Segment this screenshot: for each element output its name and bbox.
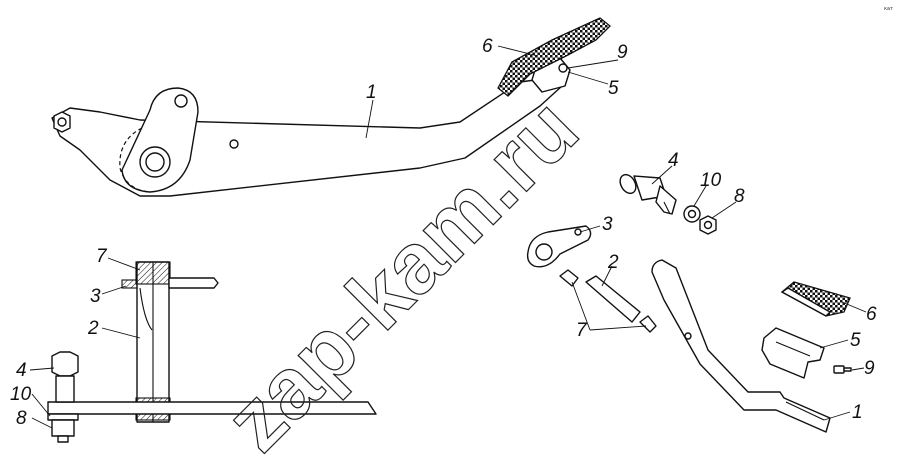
exploded-pin	[585, 275, 641, 323]
callouts: 1 6 9 5 7 3 2 4 10 8 4 10 8 3 2 7 6 5 9 …	[10, 36, 877, 429]
platform-groove	[775, 341, 811, 357]
hub-hidden-outline	[119, 127, 151, 193]
callout-exploded-6: 6	[866, 304, 877, 325]
section-bracket-left	[121, 279, 138, 289]
callout-top-9: 9	[617, 42, 628, 63]
exploded-view	[526, 173, 852, 433]
exploded-lever-hole	[684, 332, 692, 340]
callout-exploded-4: 4	[668, 150, 679, 171]
assembled-pedal	[51, 17, 611, 197]
exploded-washer	[683, 205, 701, 223]
exploded-screw	[833, 365, 852, 374]
section-bolt-tip	[57, 435, 69, 443]
callout-top-1: 1	[366, 82, 377, 103]
callout-exploded-3: 3	[602, 214, 613, 235]
section-bolt-head	[51, 351, 79, 377]
exploded-nut	[699, 215, 717, 235]
callout-section-4: 4	[16, 360, 27, 381]
callout-top-5: 5	[608, 78, 619, 99]
section-nut	[51, 419, 75, 437]
section-bracket-arm	[168, 277, 219, 289]
exploded-bracket	[526, 225, 592, 268]
callout-exploded-7: 7	[576, 320, 588, 341]
lever-tab-edge	[785, 401, 825, 421]
callout-exploded-10: 10	[700, 170, 722, 191]
section-lever	[47, 401, 377, 415]
callout-section-10: 10	[10, 384, 32, 405]
callout-section-7: 7	[96, 246, 108, 267]
pedal-bushing-bore	[145, 152, 165, 172]
callout-top-6: 6	[482, 36, 493, 57]
callout-section-2: 2	[87, 318, 99, 339]
section-bushing-top	[135, 261, 171, 285]
hub-hole	[174, 94, 188, 108]
exploded-pad-edge	[781, 287, 831, 317]
section-bracket-curve	[139, 287, 153, 331]
exploded-bushings	[559, 269, 657, 333]
section-view	[47, 261, 377, 443]
section-washer	[47, 413, 79, 421]
callout-exploded-2: 2	[607, 252, 619, 273]
exploded-pad-platform	[761, 327, 825, 379]
callout-exploded-8: 8	[734, 186, 745, 207]
leader-lines	[29, 45, 867, 429]
section-bolt-body	[55, 375, 75, 403]
callout-section-8: 8	[16, 408, 27, 429]
exploded-bolt	[619, 173, 677, 215]
callout-exploded-1: 1	[852, 402, 863, 423]
callout-exploded-9: 9	[864, 358, 875, 379]
pedal-rubber-pad	[497, 17, 611, 97]
corner-mark: кат	[884, 6, 893, 12]
end-nut-hole	[57, 117, 67, 127]
lever-hole	[229, 139, 239, 149]
pad-screw	[558, 63, 568, 73]
callout-exploded-5: 5	[850, 330, 861, 351]
callout-section-3: 3	[90, 286, 101, 307]
